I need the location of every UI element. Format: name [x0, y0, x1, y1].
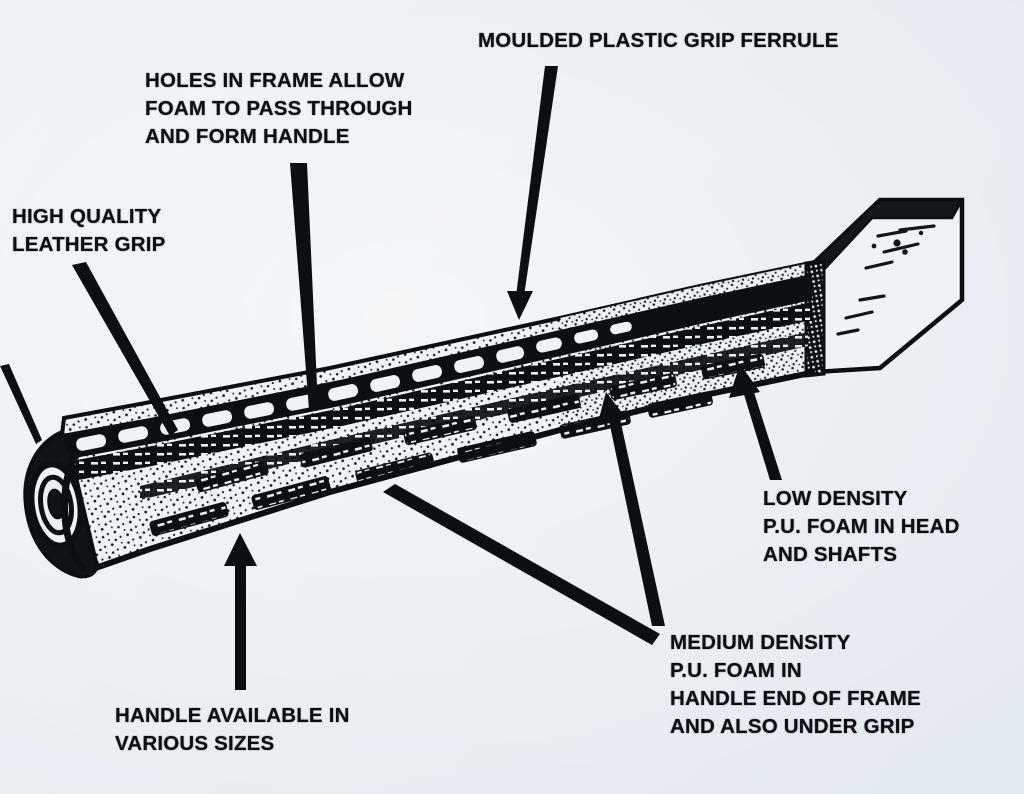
leader-medium-density-arrowhead — [597, 392, 627, 426]
beam-end-shading-dots — [871, 230, 924, 255]
handle-butt-cap — [23, 429, 99, 579]
shaft-lower-edge — [83, 369, 816, 575]
leader-lines — [0, 66, 782, 690]
leader-low-density-arrowhead — [729, 364, 760, 398]
beam-end-shading — [836, 224, 936, 336]
hollow-beam-head — [812, 197, 965, 375]
leader-grip-ferrule — [516, 66, 558, 296]
callout-grip-ferrule: MOULDED PLASTIC GRIP FERRULE — [478, 29, 839, 52]
leader-medium-density-diagonal — [383, 484, 660, 645]
butt-cap-shadow — [61, 450, 89, 573]
leader-medium-density-arrow — [608, 414, 665, 626]
callout-handle-sizes: HANDLE AVAILABLE IN VARIOUS SIZES — [115, 704, 350, 755]
callout-leather-grip: HIGH QUALITY LEATHER GRIP — [12, 205, 166, 256]
racket-body — [23, 197, 965, 579]
leader-leather-grip — [72, 262, 178, 436]
leader-handle-sizes — [235, 556, 246, 690]
leader-low-density — [742, 386, 782, 480]
frame-mid-slots — [195, 353, 765, 493]
leader-grip-ferrule-arrowhead — [507, 291, 533, 320]
leader-edge-partial — [0, 364, 42, 444]
leader-holes-in-frame — [290, 163, 318, 410]
frame-holes — [76, 321, 632, 451]
callout-holes-in-frame: HOLES IN FRAME ALLOW FOAM TO PASS THROUG… — [145, 69, 413, 148]
leader-handle-sizes-arrowhead — [224, 533, 257, 566]
leather-grip-wrap — [66, 302, 812, 482]
callout-low-density-foam: LOW DENSITY P.U. FOAM IN HEAD AND SHAFTS — [763, 487, 960, 566]
callout-medium-density-foam: MEDIUM DENSITY P.U. FOAM IN HANDLE END O… — [670, 631, 921, 738]
